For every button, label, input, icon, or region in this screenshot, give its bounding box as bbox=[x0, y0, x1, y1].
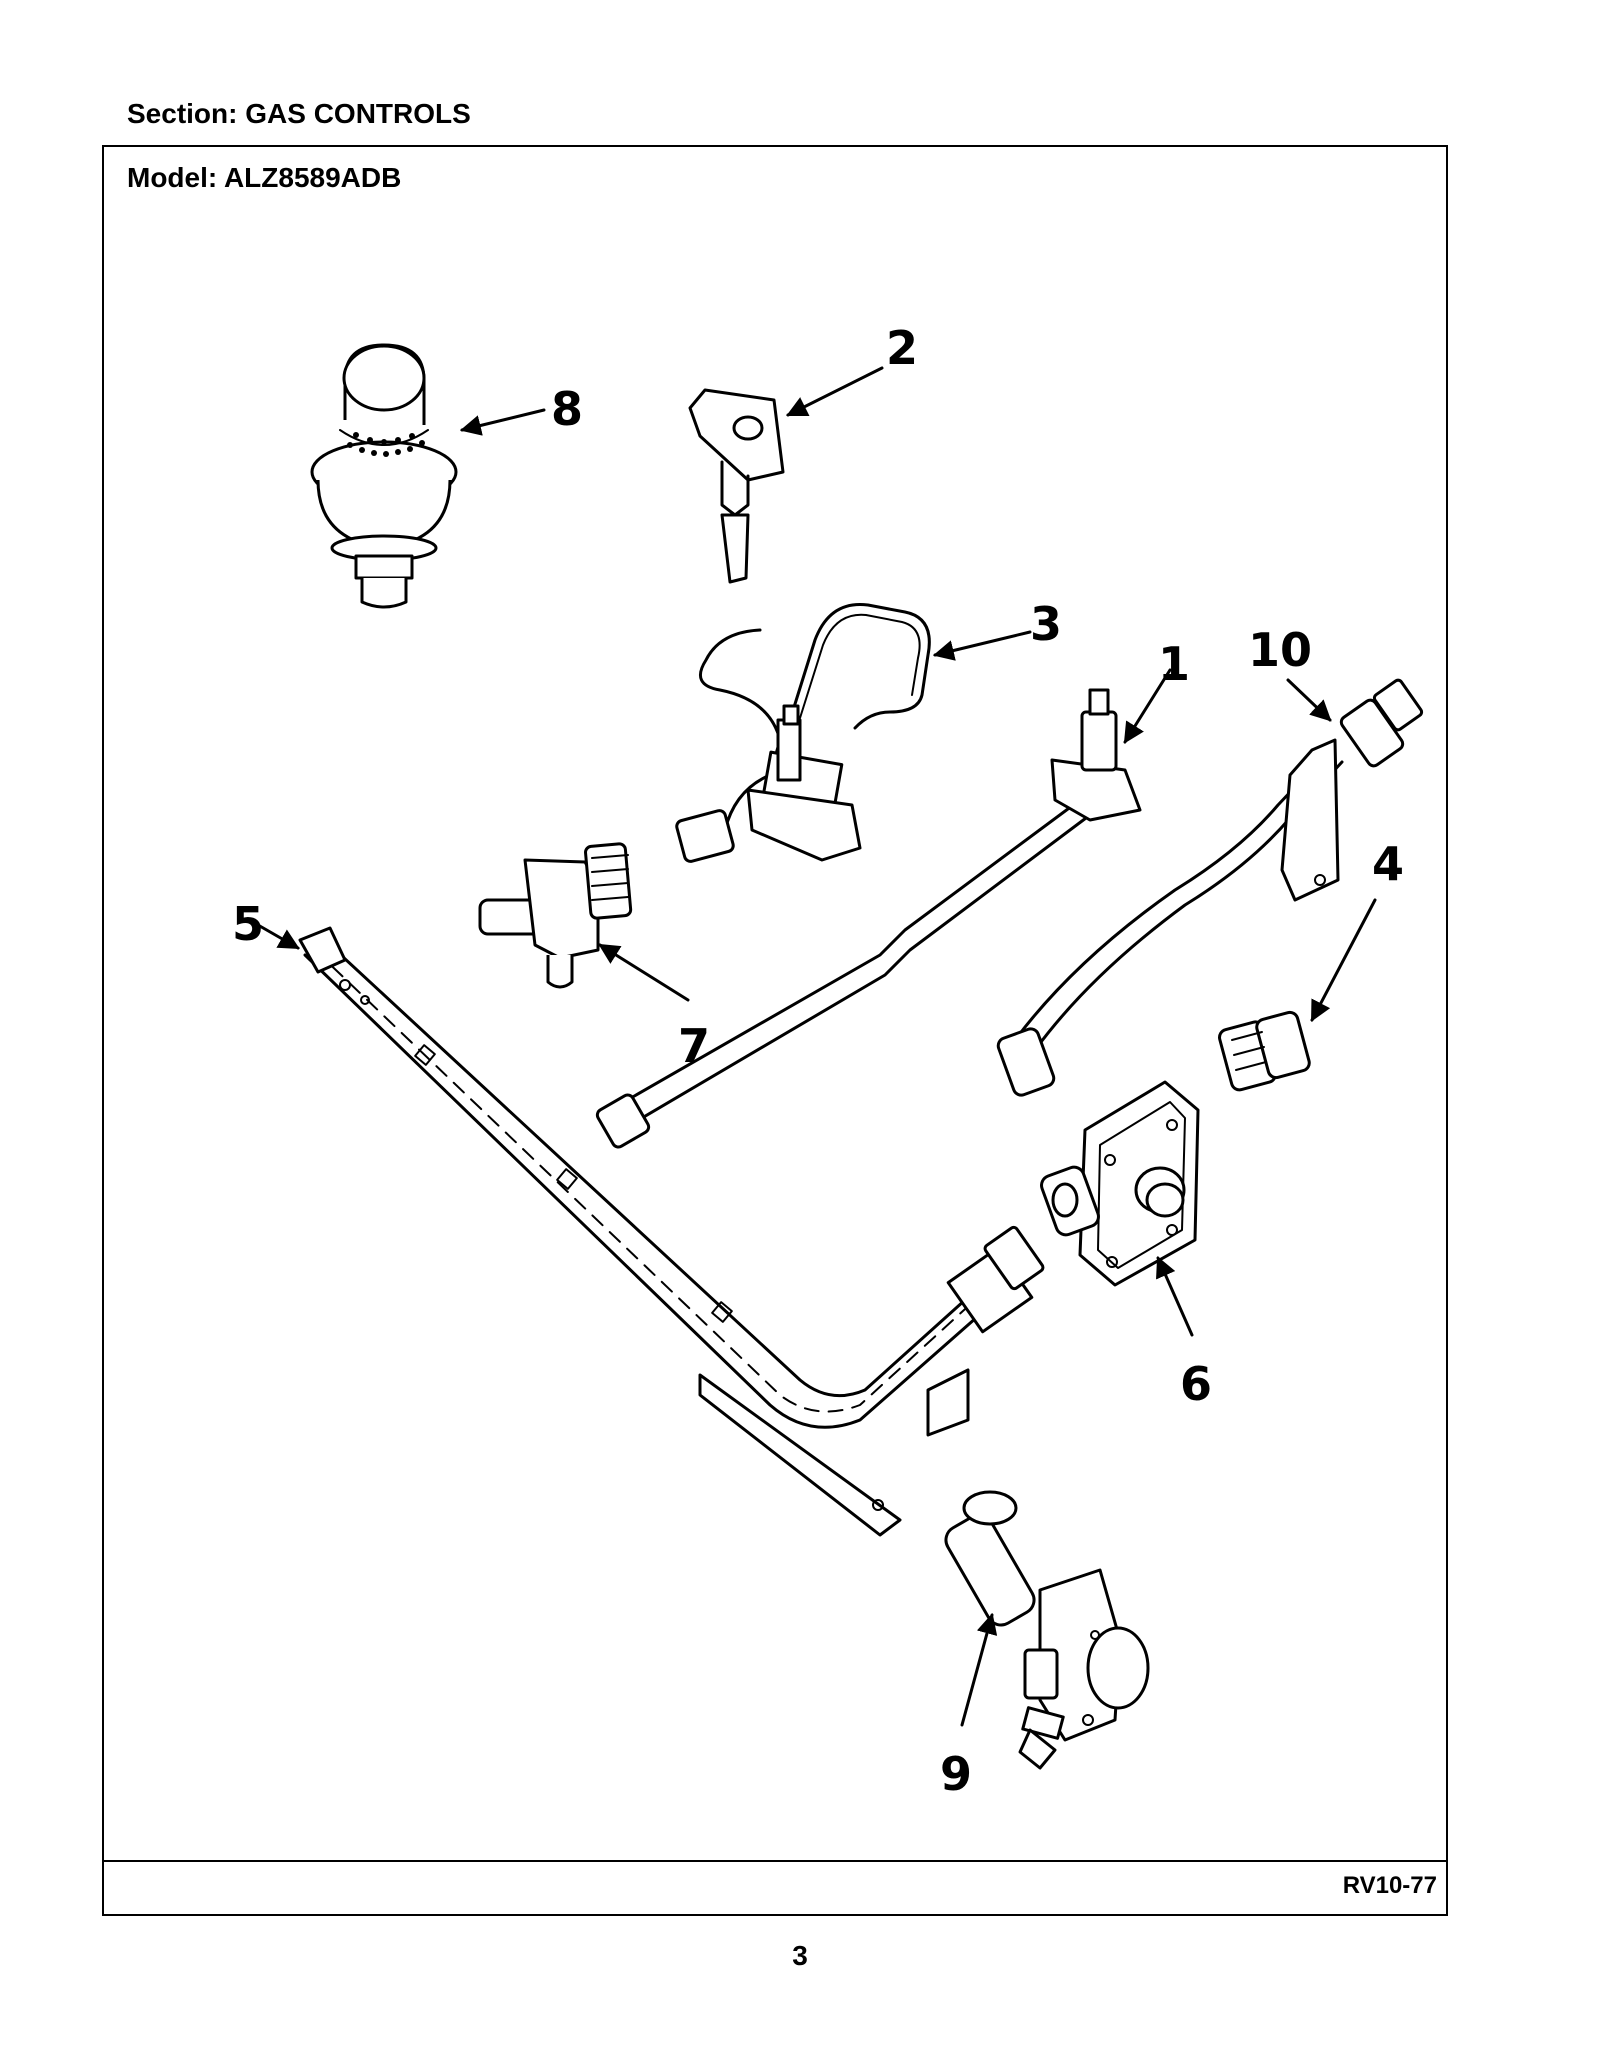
section-title: Section: GAS CONTROLS bbox=[127, 98, 471, 129]
callout-5: 5 bbox=[232, 897, 264, 951]
callout-2: 2 bbox=[886, 321, 918, 375]
orifice-valve-part bbox=[478, 842, 633, 989]
model-title: Model: ALZ8589ADB bbox=[127, 162, 402, 193]
footer-divider bbox=[102, 1860, 1448, 1862]
pipe-fitting-part bbox=[1218, 1010, 1311, 1092]
manifold-tube-part bbox=[595, 688, 1142, 1149]
page-number: 3 bbox=[792, 1940, 808, 1971]
burner-tube-loop-part bbox=[675, 602, 931, 863]
callout-1: 1 bbox=[1158, 637, 1190, 691]
revision-code: RV10-77 bbox=[1342, 1872, 1437, 1899]
callout-3: 3 bbox=[1030, 597, 1062, 651]
igniter-bracket-part bbox=[688, 388, 785, 584]
burner-valve-part bbox=[944, 1490, 1150, 1770]
gas-manifold-bar-part bbox=[298, 926, 1045, 1537]
callout-7: 7 bbox=[678, 1019, 710, 1073]
callout-9: 9 bbox=[940, 1747, 972, 1801]
callout-10: 10 bbox=[1248, 623, 1312, 677]
burner-head-part bbox=[310, 343, 458, 609]
pressure-regulator-part bbox=[1040, 1080, 1200, 1287]
regulator-tube-part bbox=[996, 678, 1424, 1097]
callout-6: 6 bbox=[1180, 1357, 1212, 1411]
diagram-frame bbox=[102, 145, 1448, 1916]
callout-4: 4 bbox=[1372, 837, 1404, 891]
callout-8: 8 bbox=[551, 382, 583, 436]
